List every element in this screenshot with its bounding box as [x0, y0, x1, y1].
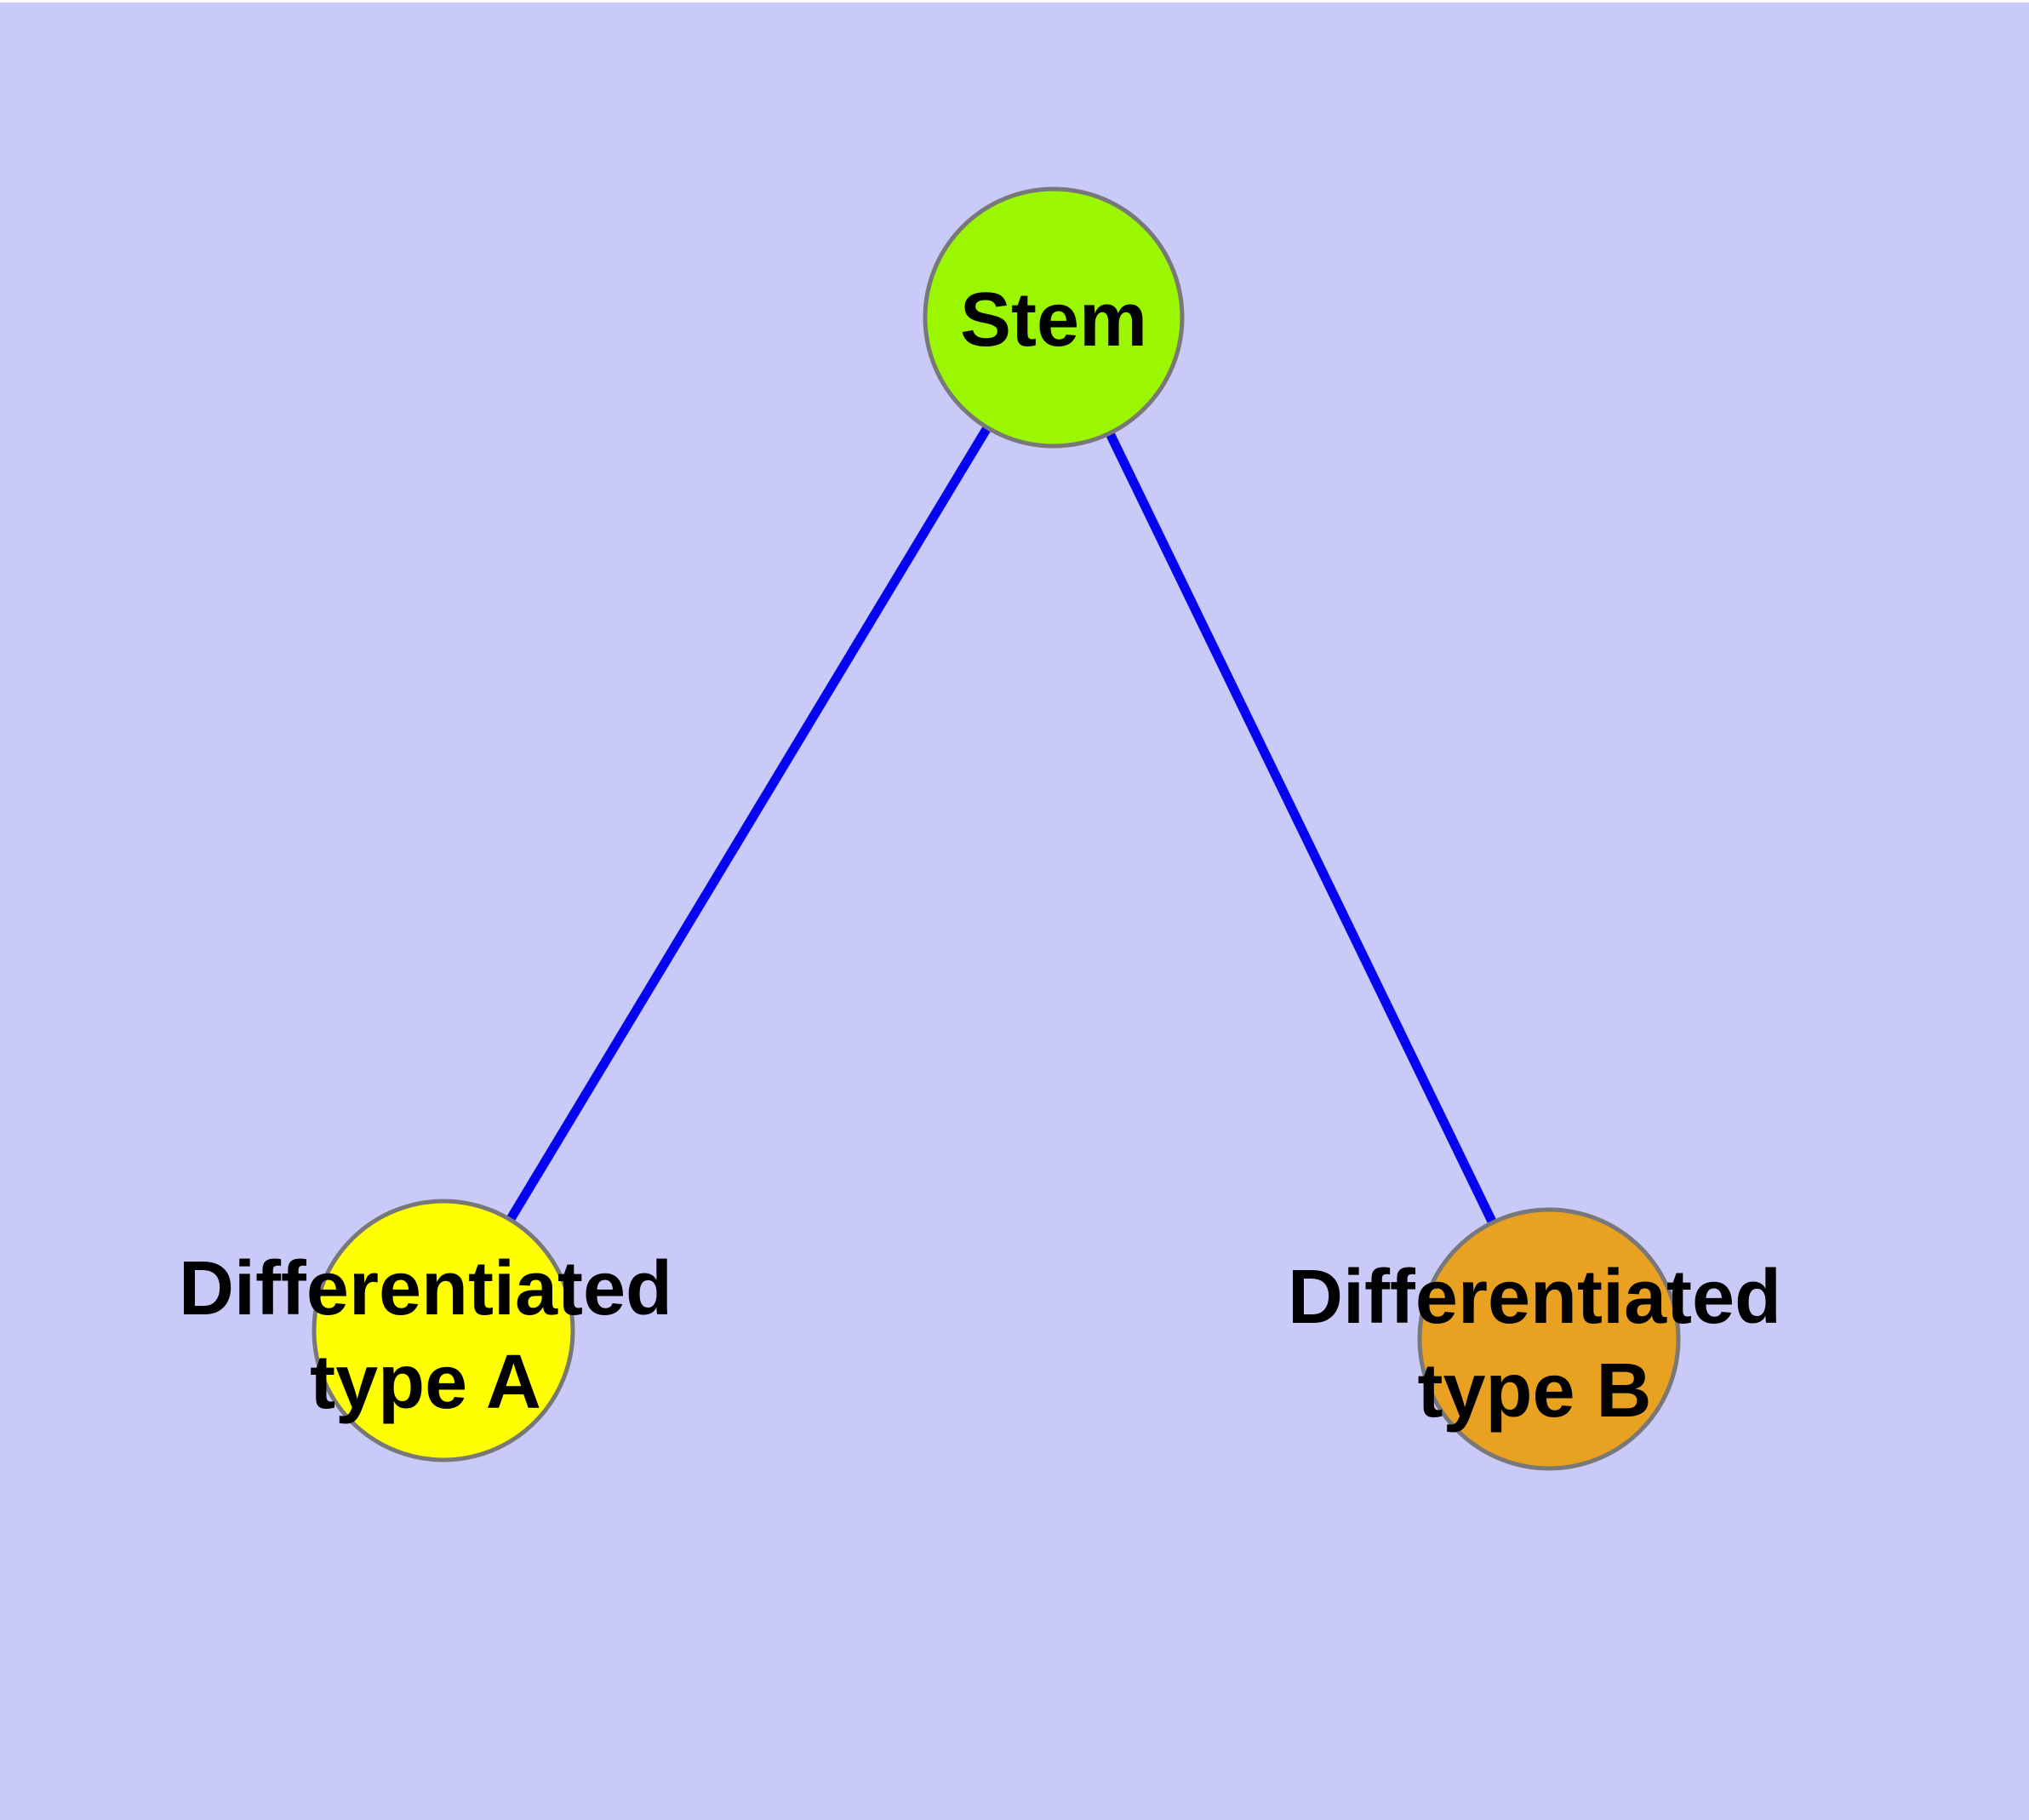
node-differentiated-type-b-label-line1: Differentiated [1288, 1255, 1781, 1340]
node-differentiated-type-a-label-line1: Differentiated [179, 1246, 672, 1331]
edge-stem-to-type-a [439, 315, 1058, 1333]
node-stem-circle [923, 186, 1185, 449]
top-margin-strip [0, 0, 2029, 3]
node-differentiated-type-a: Differentiated type A [179, 1199, 672, 1462]
node-differentiated-type-a-circle [311, 1199, 575, 1462]
node-differentiated-type-b-label-line2: type B [1417, 1348, 1651, 1434]
node-differentiated-type-b: Differentiated type B [1288, 1207, 1781, 1471]
node-stem-label: Stem [960, 278, 1147, 363]
node-differentiated-type-a-label-line2: type A [310, 1340, 541, 1425]
node-stem: Stem [923, 186, 1185, 449]
edge-stem-to-type-b [1049, 315, 1553, 1342]
node-differentiated-type-b-circle [1417, 1207, 1681, 1471]
